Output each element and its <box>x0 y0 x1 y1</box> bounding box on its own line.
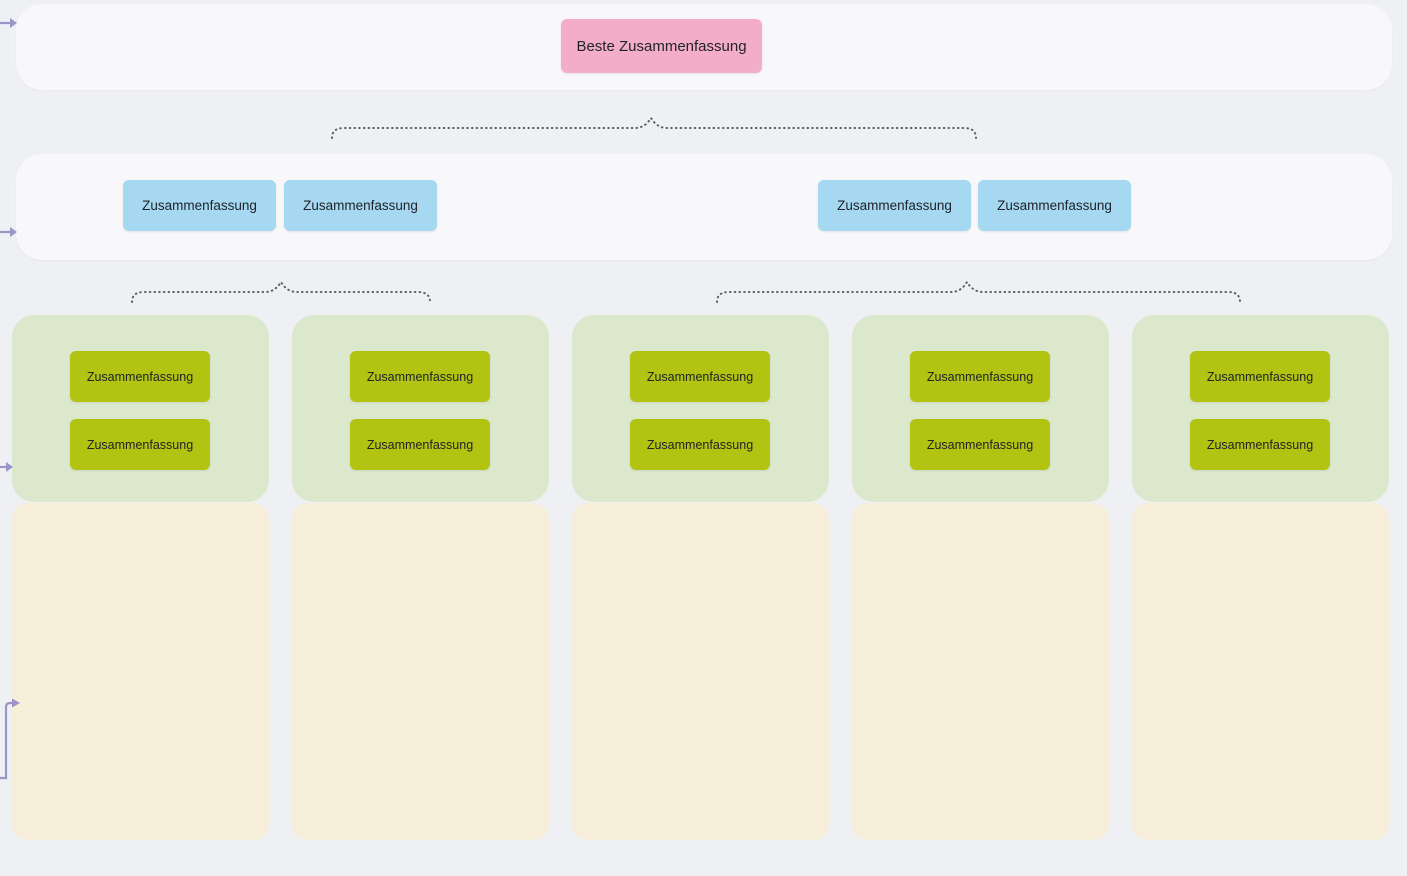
summary-box: Zusammenfassung <box>978 180 1131 231</box>
chunk-summary-box: Zusammenfassung <box>1190 351 1330 402</box>
chunk-summary-box: Zusammenfassung <box>910 419 1050 470</box>
summary-box: Zusammenfassung <box>284 180 437 231</box>
chunk-summary-group: Zusammenfassung Zusammenfassung <box>12 315 269 502</box>
flow-arrow-right-icon <box>0 462 13 472</box>
source-text-column <box>12 503 269 840</box>
chunk-summary-box: Zusammenfassung <box>70 351 210 402</box>
chunk-summary-box: Zusammenfassung <box>1190 419 1330 470</box>
source-text-column <box>852 503 1109 840</box>
dotted-curly-brace-icon <box>716 280 1241 303</box>
flow-arrow-right-icon <box>0 227 17 237</box>
flow-arrow-right-icon <box>0 18 17 28</box>
chunk-summary-group: Zusammenfassung Zusammenfassung <box>1132 315 1389 502</box>
chunk-summary-box: Zusammenfassung <box>630 351 770 402</box>
chunk-summary-box: Zusammenfassung <box>350 419 490 470</box>
chunk-summary-box: Zusammenfassung <box>350 351 490 402</box>
chunk-summary-group: Zusammenfassung Zusammenfassung <box>292 315 549 502</box>
chunk-summary-box: Zusammenfassung <box>630 419 770 470</box>
summary-box: Zusammenfassung <box>123 180 276 231</box>
chunk-summary-box: Zusammenfassung <box>910 351 1050 402</box>
source-text-column <box>1132 503 1389 840</box>
best-summary-box: Beste Zusammenfassung <box>561 19 762 73</box>
source-text-column <box>292 503 549 840</box>
chunk-summary-group: Zusammenfassung Zusammenfassung <box>852 315 1109 502</box>
dotted-curly-brace-icon <box>331 116 977 139</box>
chunk-summary-box: Zusammenfassung <box>70 419 210 470</box>
flow-elbow-arrow-icon <box>0 698 20 780</box>
summary-box: Zusammenfassung <box>818 180 971 231</box>
source-text-column <box>572 503 829 840</box>
chunk-summary-group: Zusammenfassung Zusammenfassung <box>572 315 829 502</box>
dotted-curly-brace-icon <box>131 280 431 303</box>
